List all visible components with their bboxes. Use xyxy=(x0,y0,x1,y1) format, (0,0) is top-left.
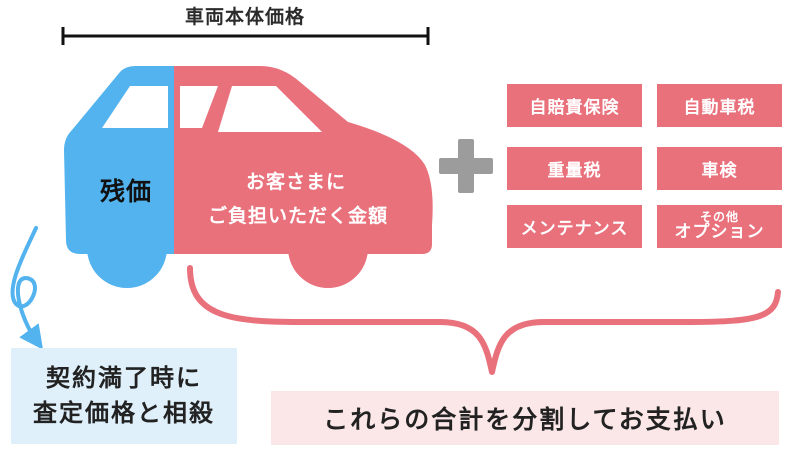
cost-box-car-tax: 自動車税 xyxy=(657,84,782,127)
cost-box-weight-tax: 重量税 xyxy=(507,147,642,190)
curly-arrow-icon xyxy=(10,226,44,350)
end-of-contract-line2: 査定価格と相殺 xyxy=(33,399,215,427)
cost-box-insurance: 自賠責保険 xyxy=(507,84,642,127)
cost-box-options: その他 オプション xyxy=(657,205,782,248)
customer-burden-line2: ご負担いただく金額 xyxy=(207,205,388,227)
summary-box: これらの合計を分割してお支払い xyxy=(271,391,779,445)
customer-burden-line1: お客さまに xyxy=(245,171,346,193)
brace-icon xyxy=(187,265,781,375)
end-of-contract-line1: 契約満了時に xyxy=(46,364,202,393)
end-of-contract-box: 契約満了時に 査定価格と相殺 xyxy=(11,348,237,444)
cost-box-options-small: その他 xyxy=(699,210,739,225)
cost-box-maintenance: メンテナンス xyxy=(507,205,642,248)
cost-box-inspection: 車検 xyxy=(657,147,782,190)
cost-box-options-big: オプション xyxy=(674,221,765,242)
car-icon xyxy=(64,66,433,288)
dimension-bar-icon xyxy=(61,27,430,45)
plus-icon xyxy=(439,139,493,193)
residual-value-label: 残価 xyxy=(99,177,152,206)
vehicle-price-label: 車両本体価格 xyxy=(184,6,305,28)
